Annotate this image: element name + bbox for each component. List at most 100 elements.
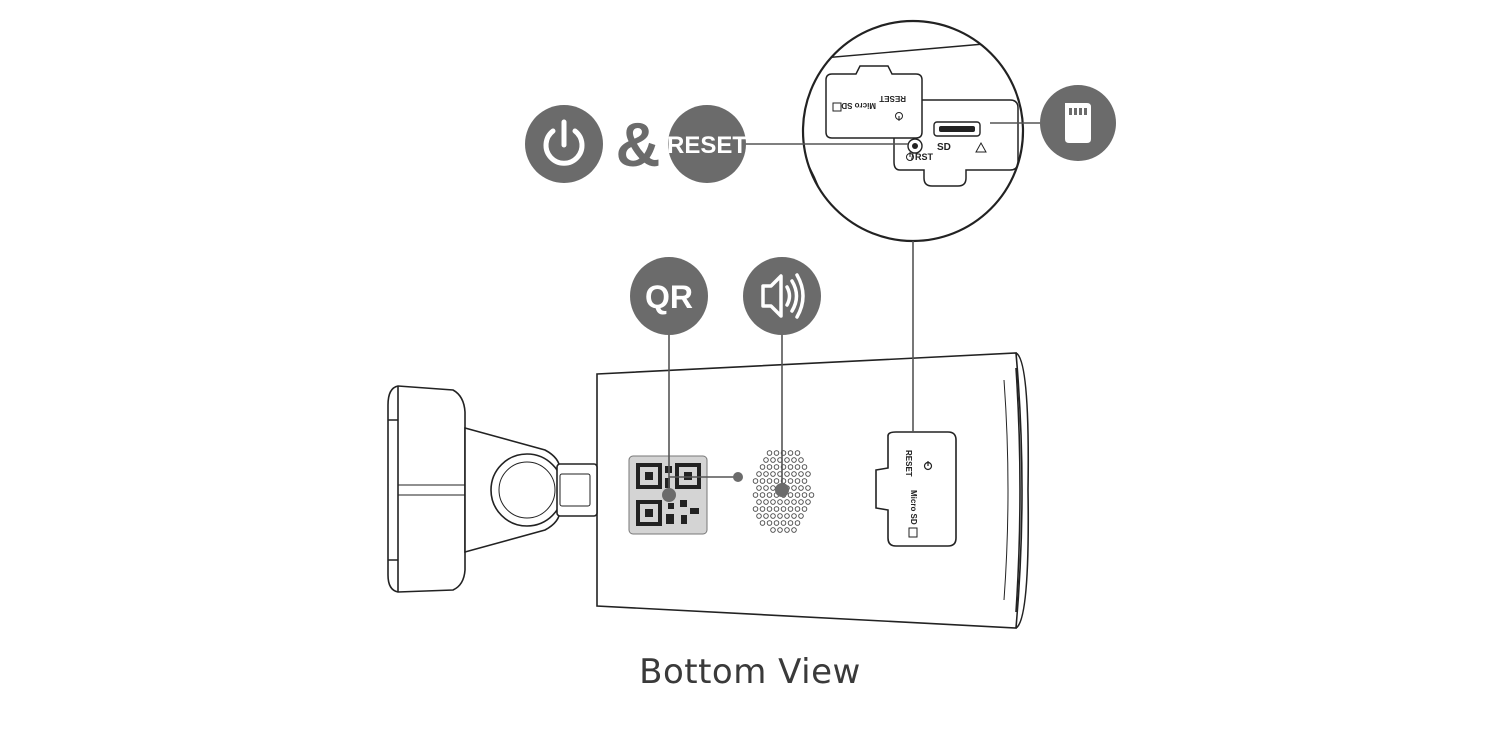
speaker-hole [791,527,797,533]
speaker-hole [784,527,790,533]
speaker-hole [763,457,769,463]
speaker-hole [766,520,773,526]
camera-power-icon [923,461,933,471]
camera-body [596,352,1030,629]
speaker-hole [766,464,773,470]
speaker-hole [777,527,783,533]
speaker-hole [798,471,804,477]
speaker-hole [794,464,801,470]
speaker-hole [791,513,797,519]
speaker-hole [780,506,787,512]
speaker-hole [787,492,794,498]
speaker-hole [805,471,811,477]
speaker-hole [773,478,780,484]
power-icon [543,119,585,166]
ampersand: & [616,111,661,180]
speaker-hole [770,527,776,533]
diagram-caption: Bottom View [639,652,861,692]
speaker-hole [798,499,804,505]
reset-badge-label: RESET [667,132,747,159]
speaker-hole [791,471,797,477]
speaker-hole [780,520,787,526]
speaker-hole [784,499,790,505]
camera-reset-label: RESET [904,450,913,477]
speaker-hole [752,478,759,484]
speaker-hole [794,450,801,456]
speaker-hole [791,499,797,505]
wall-mount [387,385,598,593]
speaker-hole [756,471,762,477]
speaker-hole [787,464,794,470]
speaker-hole [773,506,780,512]
zoom-cover-micro-sd-label: Micro SD [841,101,876,110]
speaker-hole [766,506,773,512]
callout-lines [668,122,1040,495]
speaker-hole [808,492,815,498]
speaker-hole [759,520,766,526]
speaker-hole [787,478,794,484]
speaker-hole [766,450,773,456]
speaker-hole [773,464,780,470]
speaker-hole [801,478,808,484]
speaker-hole [784,471,790,477]
speaker-hole [759,478,766,484]
speaker-hole [770,513,776,519]
sd-card-badge [1040,85,1116,161]
speaker-grille [752,450,815,533]
sd-card-icon [1065,103,1091,143]
speaker-hole [759,506,766,512]
speaker-hole [763,485,769,491]
zoom-rst-label: RST [915,152,934,162]
speaker-hole [801,506,808,512]
speaker-hole [791,457,797,463]
speaker-hole [752,492,759,498]
zoom-cover-reset-label: RESET [879,94,906,103]
speaker-hole [759,492,766,498]
camera-micro-sd-label: Micro SD [909,490,918,525]
speaker-hole [787,506,794,512]
speaker-hole [763,513,769,519]
speaker-hole [752,506,759,512]
speaker-hole [756,499,762,505]
speaker-hole [766,478,773,484]
speaker-hole [798,513,804,519]
speaker-hole [798,485,804,491]
camera-sd-icon [908,527,918,538]
power-badge [525,105,603,183]
zoom-sd-label: SD [937,142,951,153]
zoom-detail: SD RST / RESET Micro SD [801,19,1025,243]
speaker-hole [770,471,776,477]
speaker-hole [794,492,801,498]
sd-slot-cover: RESET Micro SD [875,431,957,547]
speaker-hole [756,513,762,519]
speaker-hole [763,471,769,477]
speaker-hole [773,450,780,456]
zoom-power-icon [906,152,914,161]
speaker-badge [743,257,821,335]
speaker-hole [770,485,776,491]
speaker-hole [791,485,797,491]
speaker-hole [763,499,769,505]
speaker-hole [784,457,790,463]
speaker-hole [805,485,811,491]
speaker-hole [801,492,808,498]
speaker-hole [805,499,811,505]
speaker-hole [784,513,790,519]
speaker-hole [787,520,794,526]
speaker-hole [770,457,776,463]
reset-badge: RESET [667,105,747,183]
qr-badge-label: QR [645,279,693,315]
speaker-hole [759,464,766,470]
speaker-hole [777,499,783,505]
speaker-hole [794,478,801,484]
svg-text:/: / [911,152,914,162]
speaker-hole [756,485,762,491]
zoom-sd-warning-icon [975,141,987,153]
speaker-hole [794,520,801,526]
speaker-hole [798,457,804,463]
speaker-hole [787,450,794,456]
speaker-hole [794,506,801,512]
speaker-hole [770,499,776,505]
callout-dots [662,472,789,502]
